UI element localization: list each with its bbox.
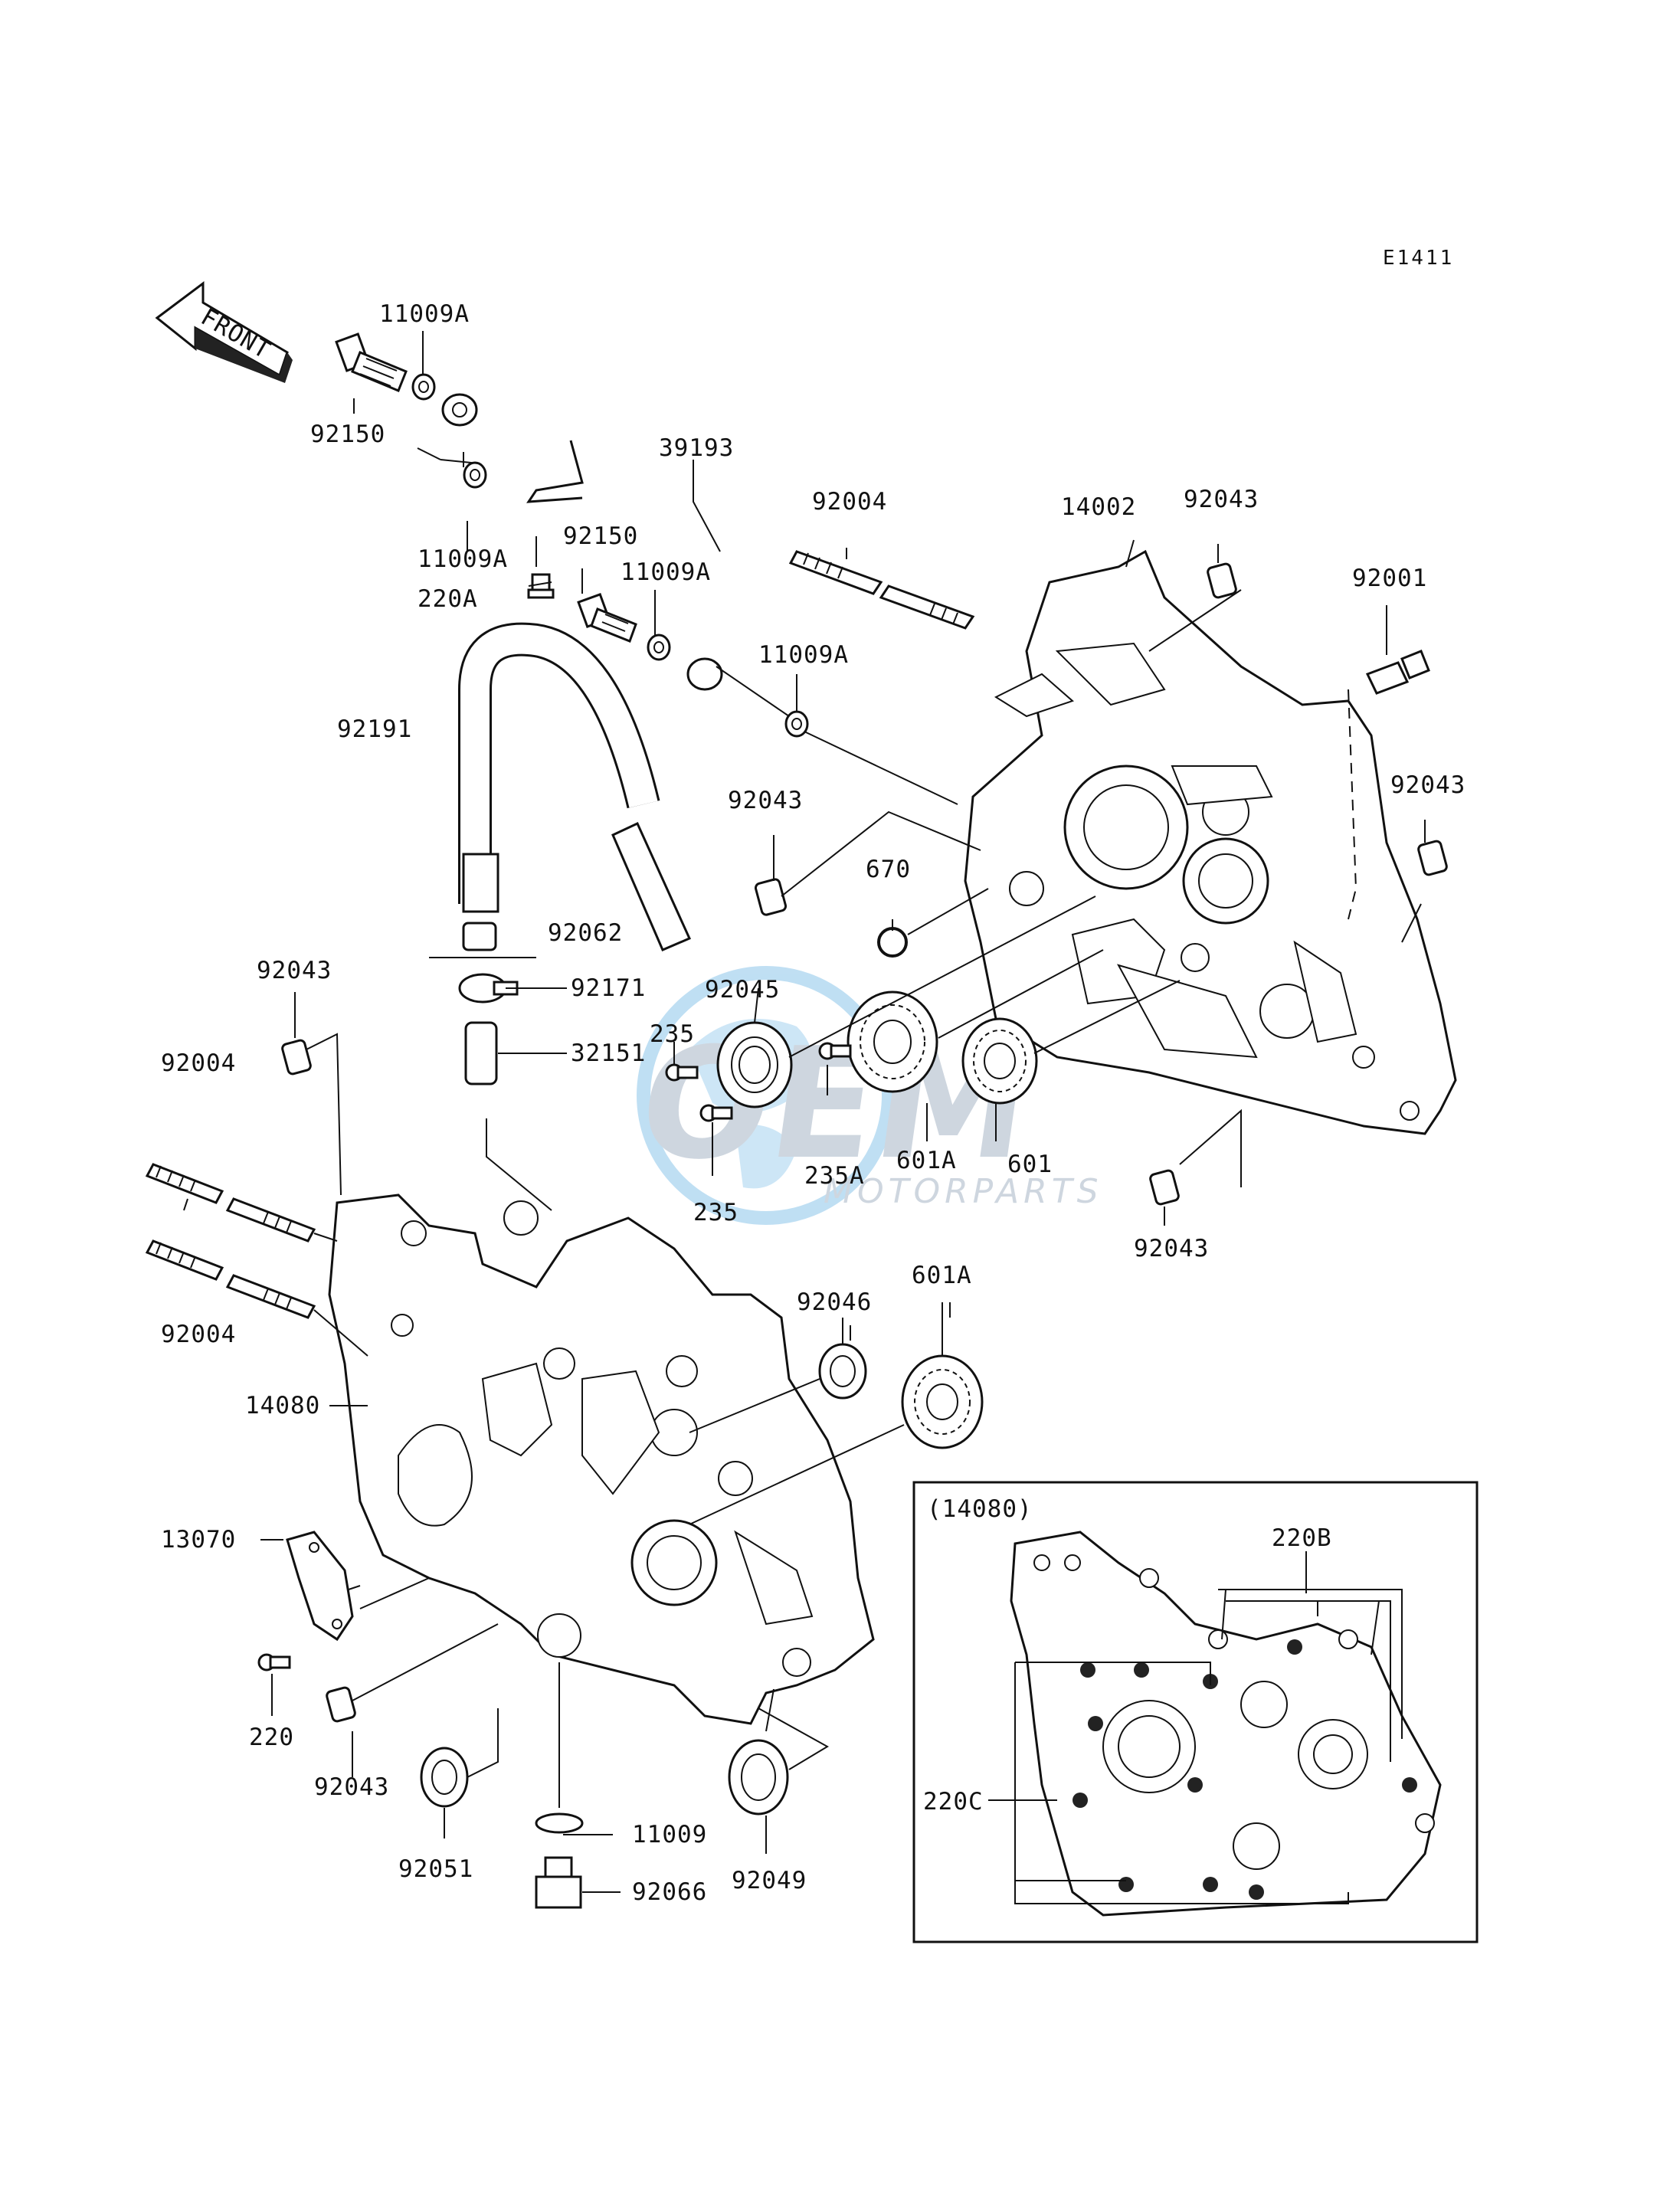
bearing-icon: [847, 990, 938, 1093]
o-ring-icon: [877, 927, 908, 958]
label-14080: 14080: [245, 1392, 320, 1419]
label-92046: 92046: [797, 1288, 872, 1316]
oil-seal-icon: [420, 1747, 469, 1808]
washer-icon: [535, 1812, 584, 1834]
label-92191: 92191: [337, 715, 412, 743]
label-92043: 92043: [257, 957, 332, 984]
label-92004: 92004: [812, 488, 887, 516]
dowel-pin-icon: [326, 1686, 356, 1723]
clamp-icon: [462, 922, 497, 951]
label-39193: 39193: [659, 434, 734, 462]
oil-seal-icon: [716, 1021, 793, 1108]
label-601: 601: [1007, 1151, 1053, 1178]
label-601A: 601A: [912, 1262, 972, 1289]
label-92150: 92150: [310, 421, 385, 448]
label-220B: 220B: [1272, 1524, 1332, 1552]
label-92062: 92062: [548, 919, 623, 947]
right-crankcase: [964, 549, 1457, 1135]
label-220C: 220C: [923, 1788, 984, 1816]
label-11009: 11009: [632, 1821, 707, 1848]
label-92043: 92043: [728, 787, 803, 814]
front-arrow-icon: FRONT: [155, 281, 293, 383]
label-92066: 92066: [632, 1878, 707, 1906]
cover-plate-icon: [286, 1531, 354, 1642]
breather-hose: [458, 622, 691, 1211]
screw-icon: [665, 1063, 699, 1082]
banjo-bolt-icon: [335, 332, 408, 392]
label-92043: 92043: [314, 1773, 389, 1801]
label-92043: 92043: [1184, 486, 1259, 513]
label-92049: 92049: [732, 1867, 807, 1894]
label-11009A: 11009A: [758, 641, 849, 669]
label-92001: 92001: [1352, 565, 1427, 592]
label-92004: 92004: [161, 1321, 236, 1348]
label-92004: 92004: [161, 1049, 236, 1077]
banjo-bolt-icon: [577, 592, 637, 643]
label-220: 220: [249, 1724, 294, 1751]
label-32151: 32151: [571, 1040, 646, 1067]
label-14002: 14002: [1061, 493, 1136, 521]
dowel-pin-icon: [1417, 840, 1448, 876]
oil-seal-seat-icon: [537, 1613, 581, 1658]
screw-icon: [257, 1653, 291, 1671]
label-92045: 92045: [705, 976, 780, 1004]
part-labels: 11009A 92150 39193 11009A 92150 220A 110…: [161, 300, 1465, 1906]
oil-pipe-assembly: [335, 332, 958, 805]
pipe-icon: [464, 1021, 498, 1085]
label-220A: 220A: [418, 585, 478, 613]
stud-icon: [145, 1163, 316, 1243]
label-11009A: 11009A: [418, 545, 508, 573]
label-235A: 235A: [804, 1162, 865, 1190]
diagram-code: E1411: [1383, 247, 1454, 270]
watermark-sub: MOTORPARTS: [824, 1172, 1103, 1211]
label-92171: 92171: [571, 974, 646, 1002]
label-670: 670: [866, 856, 911, 883]
screw-icon: [818, 1042, 852, 1060]
needle-bearing-icon: [818, 1343, 867, 1400]
dowel-pin-icon: [281, 1039, 312, 1076]
stud-icon: [145, 1239, 316, 1319]
label-92051: 92051: [398, 1855, 473, 1883]
drain-plug-icon: [535, 1856, 582, 1909]
label-11009A: 11009A: [621, 558, 711, 586]
left-crankcase: [328, 1193, 875, 1725]
label-92150: 92150: [563, 522, 638, 550]
label-92043: 92043: [1390, 771, 1465, 799]
stud-icon: [788, 550, 975, 630]
label-11009A: 11009A: [379, 300, 470, 328]
oil-seal-icon: [728, 1739, 789, 1816]
screw-icon: [699, 1104, 733, 1122]
inset-caption: (14080): [927, 1495, 1033, 1523]
bolt-icon: [1365, 650, 1430, 695]
bearing-icon: [901, 1354, 984, 1449]
dowel-pin-icon: [1149, 1169, 1180, 1206]
dowel-pin-icon: [1207, 562, 1237, 599]
label-235: 235: [650, 1020, 695, 1048]
label-13070: 13070: [161, 1526, 236, 1554]
label-601A: 601A: [896, 1147, 957, 1174]
dowel-pin-icon: [754, 878, 788, 916]
label-92043: 92043: [1134, 1235, 1209, 1262]
watermark-globe-icon: [637, 966, 896, 1225]
bearing-icon: [961, 1017, 1038, 1105]
inset-panel: (14080): [912, 1481, 1479, 1943]
bolt-icon: [527, 573, 555, 599]
label-235: 235: [693, 1199, 738, 1226]
